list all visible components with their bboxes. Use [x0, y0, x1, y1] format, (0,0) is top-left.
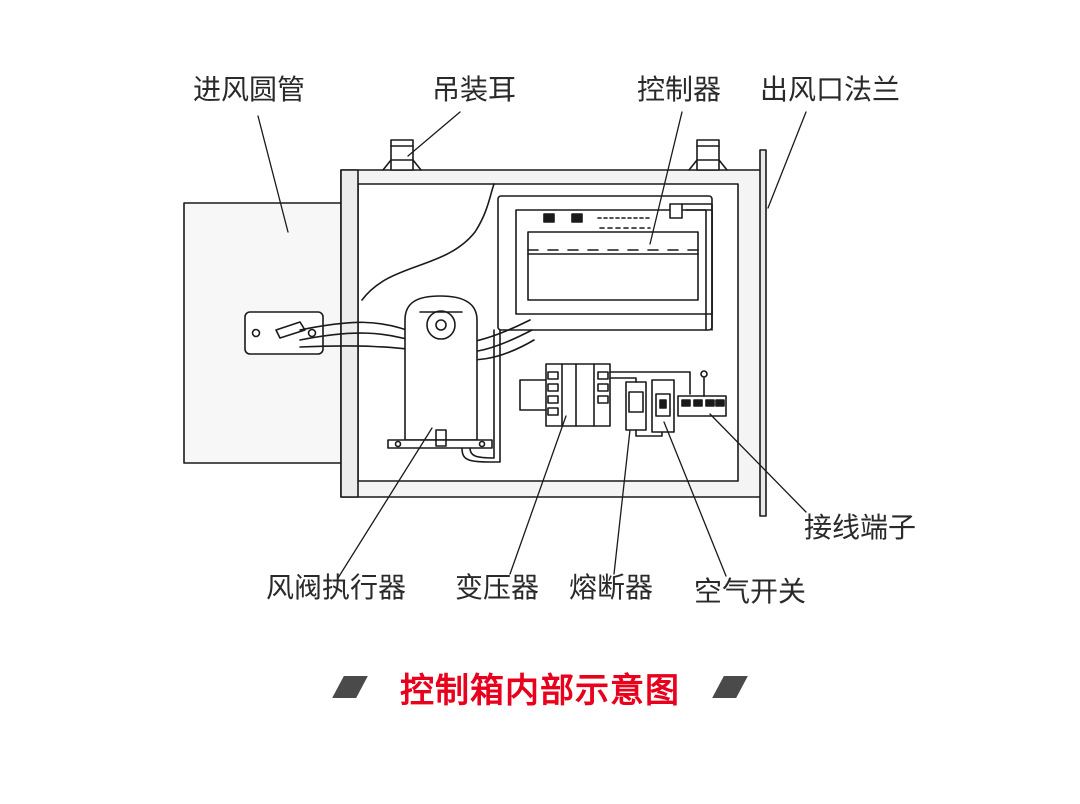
leader-lines — [257, 111, 807, 579]
label-transformer: 变压器 — [455, 571, 540, 604]
label-air-switch: 空气开关 — [694, 575, 807, 608]
controller — [497, 195, 713, 331]
label-outlet-flange: 出风口法兰 — [760, 73, 901, 106]
cutaway-curve — [361, 183, 495, 301]
label-fuse: 熔断器 — [569, 571, 654, 604]
label-lifting-lug: 吊装耳 — [432, 73, 517, 106]
caption-title: 控制箱内部示意图 — [400, 670, 680, 711]
transformer — [545, 363, 611, 427]
damper-actuator — [387, 295, 493, 449]
outlet-flange — [759, 149, 767, 517]
caption-decoration-right — [712, 676, 748, 698]
label-inlet-pipe: 进风圆管 — [193, 73, 306, 106]
lifting-lug-right — [688, 139, 728, 171]
label-damper-actuator: 风阀执行器 — [266, 571, 407, 604]
label-terminal-block: 接线端子 — [804, 511, 917, 544]
terminal-block — [677, 370, 727, 417]
fuse — [625, 381, 647, 431]
air-switch — [651, 379, 675, 433]
diagram-caption: 控制箱内部示意图 — [0, 662, 1080, 712]
mounting-plate — [244, 311, 324, 355]
label-controller: 控制器 — [637, 73, 722, 106]
caption-decoration-left — [332, 676, 368, 698]
lifting-lug-left — [382, 139, 422, 171]
